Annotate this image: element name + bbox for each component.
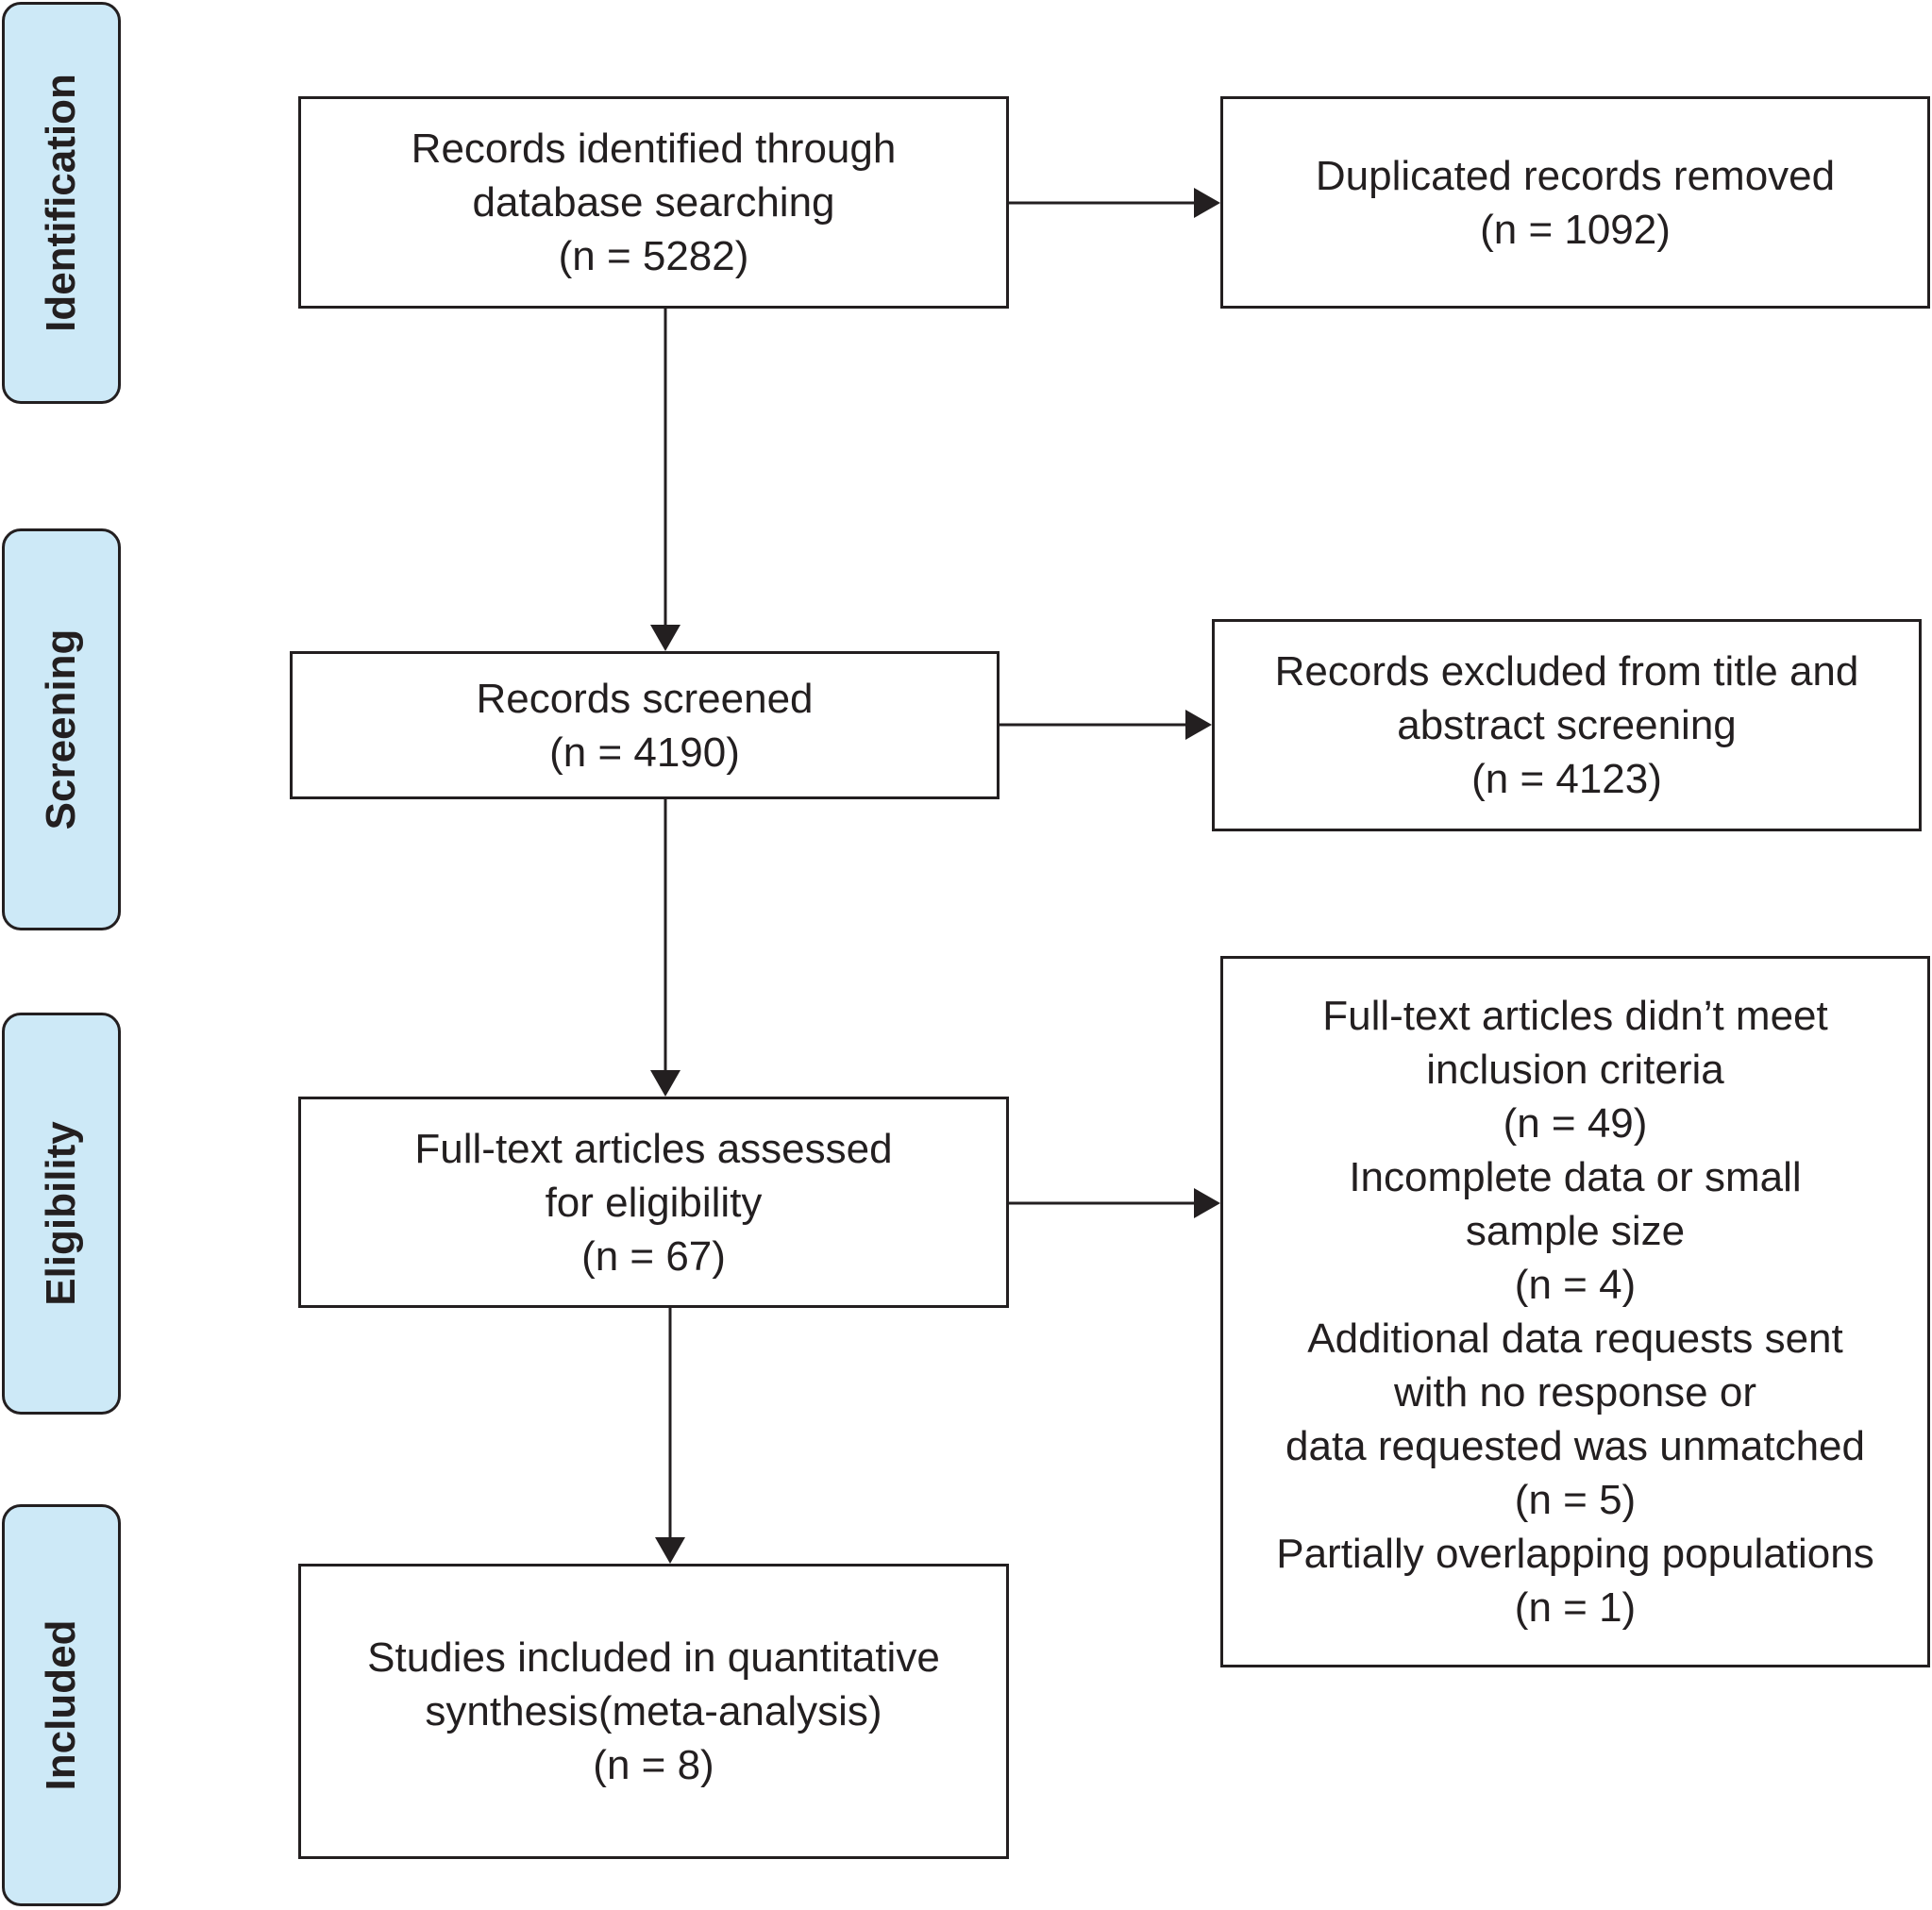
box-line: with no response or bbox=[1394, 1369, 1756, 1416]
box-studies-included: Studies included in quantitative synthes… bbox=[298, 1564, 1009, 1859]
arrowhead bbox=[650, 625, 680, 651]
box-line: inclusion criteria bbox=[1426, 1047, 1724, 1093]
box-line: (n = 5282) bbox=[558, 233, 749, 279]
box-records-screened: Records screened (n = 4190) bbox=[290, 651, 1000, 799]
box-line: (n = 8) bbox=[593, 1742, 714, 1788]
box-line: Duplicated records removed bbox=[1315, 152, 1836, 199]
box-line: (n = 1092) bbox=[1480, 206, 1671, 253]
box-line: Full-text articles assessed bbox=[414, 1125, 893, 1172]
arrowhead bbox=[650, 1070, 680, 1097]
box-line: (n = 1) bbox=[1514, 1584, 1637, 1631]
box-line: synthesis(meta-analysis) bbox=[425, 1688, 882, 1734]
stage-identification: Identification bbox=[2, 2, 121, 404]
box-line: Records identified through bbox=[411, 126, 897, 172]
box-duplicates-removed: Duplicated records removed (n = 1092) bbox=[1220, 96, 1930, 309]
box-line: (n = 67) bbox=[581, 1232, 726, 1280]
box-line: (n = 49) bbox=[1503, 1100, 1648, 1147]
box-line: Studies included in quantitative bbox=[367, 1634, 940, 1681]
box-line: database searching bbox=[472, 179, 835, 226]
box-line: Incomplete data or small bbox=[1349, 1154, 1802, 1200]
box-line: Records screened bbox=[476, 675, 814, 722]
stage-included: Included bbox=[2, 1504, 121, 1906]
box-line: Full-text articles didn’t meet bbox=[1322, 993, 1828, 1039]
box-line: (n = 4) bbox=[1514, 1262, 1637, 1308]
box-line: (n = 5) bbox=[1514, 1477, 1637, 1523]
arrowhead bbox=[1185, 710, 1212, 740]
box-line: (n = 4190) bbox=[549, 729, 740, 776]
arrowhead bbox=[1194, 188, 1220, 218]
box-records-excluded: Records excluded from title and abstract… bbox=[1212, 619, 1922, 831]
box-line: sample size bbox=[1465, 1208, 1686, 1254]
arrowhead bbox=[1194, 1188, 1220, 1218]
box-fulltext-excluded: Full-text articles didn’t meet inclusion… bbox=[1220, 956, 1930, 1667]
box-line: (n = 4123) bbox=[1471, 756, 1662, 802]
stage-eligibility: Eligibility bbox=[2, 1013, 121, 1415]
arrowhead bbox=[655, 1537, 685, 1564]
box-line: abstract screening bbox=[1397, 702, 1737, 748]
box-fulltext-assessed: Full-text articles assessed for eligibil… bbox=[298, 1097, 1009, 1308]
box-line: Additional data requests sent bbox=[1307, 1315, 1843, 1362]
box-line: for eligibility bbox=[545, 1179, 763, 1226]
stage-screening: Screening bbox=[2, 528, 121, 930]
box-line: Partially overlapping populations bbox=[1276, 1531, 1874, 1577]
box-line: Records excluded from title and bbox=[1274, 648, 1859, 695]
box-records-identified: Records identified through database sear… bbox=[298, 96, 1009, 309]
box-line: data requested was unmatched bbox=[1285, 1423, 1865, 1469]
